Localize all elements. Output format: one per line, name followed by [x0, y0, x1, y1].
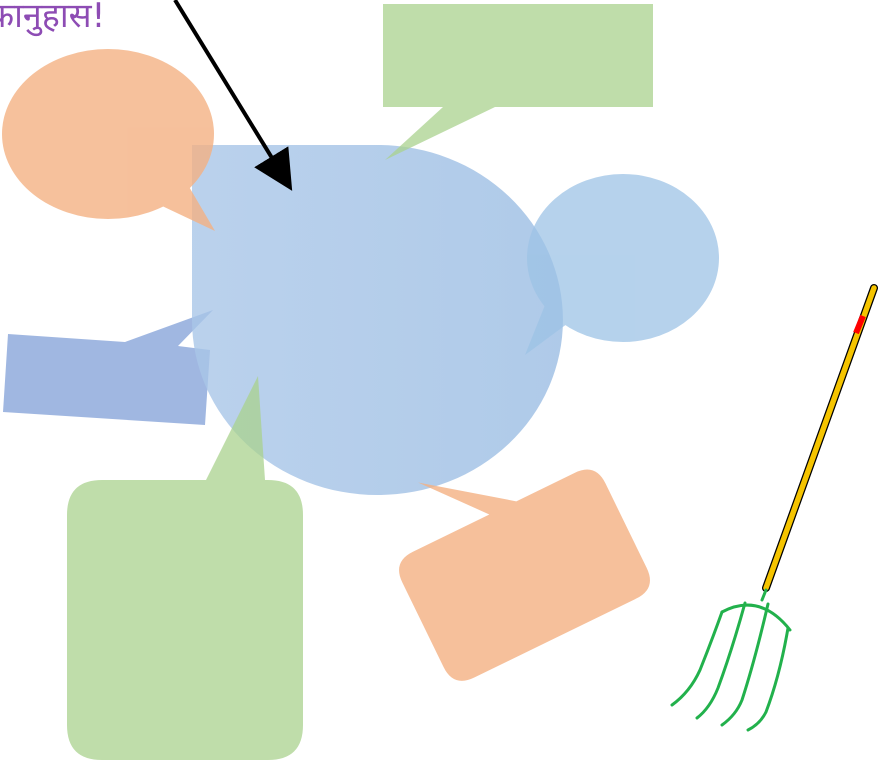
dark-blue-rect-callout-body [3, 310, 213, 425]
pitchfork-icon [672, 288, 874, 730]
dark-blue-rect-callout[interactable] [3, 310, 213, 425]
caption-text: कानुहास! [0, 0, 105, 38]
green-rect-callout-top-body [383, 4, 653, 160]
green-rect-callout-top[interactable] [383, 4, 653, 160]
orange-oval-callout[interactable] [2, 49, 215, 231]
pitchfork-tines [672, 590, 790, 730]
blue-oval-callout[interactable] [525, 174, 719, 355]
